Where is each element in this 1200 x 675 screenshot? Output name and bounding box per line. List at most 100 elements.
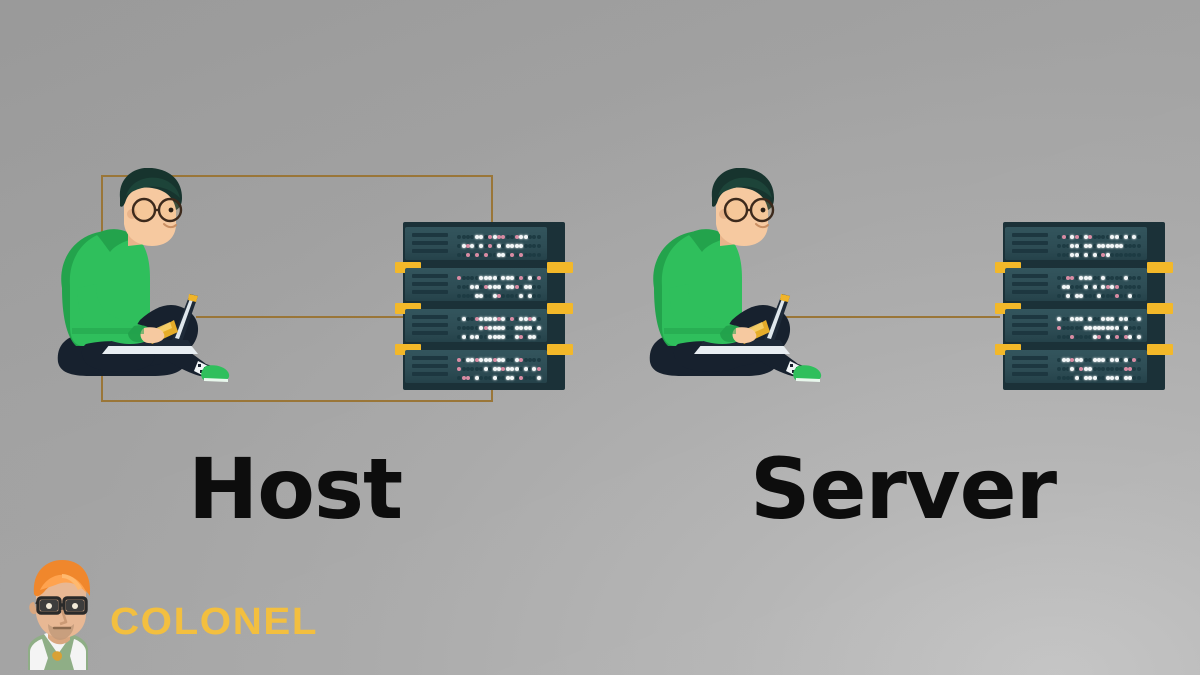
rack-led — [1066, 243, 1071, 248]
rack-led — [492, 275, 497, 280]
rack-led — [1127, 334, 1132, 339]
rack-led — [1092, 243, 1097, 248]
rack-led — [1119, 252, 1124, 257]
rack-led — [474, 252, 479, 257]
colonel-logo[interactable]: COLONEL — [18, 558, 316, 675]
rack-led — [496, 334, 501, 339]
rack-led — [1119, 334, 1124, 339]
rack-led — [519, 366, 524, 371]
server-server-rack — [995, 222, 1173, 390]
rack-led — [1105, 243, 1110, 248]
rack-led — [505, 334, 510, 339]
host-connector-bottom — [101, 400, 493, 402]
rack-led — [1083, 252, 1088, 257]
rack-led — [527, 234, 532, 239]
rack-led — [501, 243, 506, 248]
rack-led — [523, 334, 528, 339]
rack-led — [1101, 325, 1106, 330]
rack-led — [1114, 234, 1119, 239]
rack-led — [1132, 366, 1137, 371]
rack-unit-bars — [412, 315, 448, 339]
rack-led — [1136, 234, 1141, 239]
rack-led — [1092, 252, 1097, 257]
rack-led — [1119, 316, 1124, 321]
rack-led — [1092, 334, 1097, 339]
rack-led — [479, 325, 484, 330]
rack-led — [514, 284, 519, 289]
rack-led — [1088, 243, 1093, 248]
rack-led — [1136, 316, 1141, 321]
rack-led — [1136, 334, 1141, 339]
rack-led — [1101, 357, 1106, 362]
rack-led — [501, 366, 506, 371]
rack-led — [488, 375, 493, 380]
rack-unit-leds — [457, 274, 541, 299]
rack-led — [466, 357, 471, 362]
host-connector-middle — [196, 316, 408, 318]
rack-led — [1057, 252, 1062, 257]
rack-led — [479, 243, 484, 248]
rack-led — [470, 252, 475, 257]
rack-led — [514, 234, 519, 239]
rack-led — [505, 284, 510, 289]
rack-led — [496, 243, 501, 248]
rack-led — [1074, 334, 1079, 339]
rack-led — [532, 252, 537, 257]
rack-led — [505, 252, 510, 257]
rack-led — [1061, 284, 1066, 289]
rack-led — [1079, 334, 1084, 339]
colonel-mascot-icon — [28, 560, 90, 670]
rack-led — [457, 366, 462, 371]
rack-led — [1114, 316, 1119, 321]
rack-led — [1074, 316, 1079, 321]
rack-led — [457, 234, 462, 239]
rack-led — [1088, 375, 1093, 380]
rack-led — [532, 325, 537, 330]
rack-led — [1123, 325, 1128, 330]
rack-led — [1110, 275, 1115, 280]
rack-led — [1101, 252, 1106, 257]
rack-led — [1066, 252, 1071, 257]
rack-led — [536, 275, 541, 280]
rack-led — [1070, 284, 1075, 289]
rack-tab-left — [395, 344, 421, 355]
rack-led — [474, 234, 479, 239]
rack-unit-leds — [457, 233, 541, 258]
rack-led — [1066, 357, 1071, 362]
rack-led — [532, 357, 537, 362]
rack-led — [501, 275, 506, 280]
rack-led — [1092, 375, 1097, 380]
rack-led — [1123, 366, 1128, 371]
rack-led — [1057, 375, 1062, 380]
rack-led — [474, 243, 479, 248]
rack-led — [474, 284, 479, 289]
rack-led — [1127, 252, 1132, 257]
rack-led — [1057, 316, 1062, 321]
rack-led — [505, 357, 510, 362]
rack-led — [1079, 316, 1084, 321]
rack-led — [1101, 293, 1106, 298]
rack-unit-leds — [457, 315, 541, 340]
rack-led — [492, 316, 497, 321]
rack-led — [523, 275, 528, 280]
rack-led — [466, 234, 471, 239]
rack-led — [1083, 334, 1088, 339]
rack-led — [536, 316, 541, 321]
rack-led — [1070, 357, 1075, 362]
rack-led — [488, 325, 493, 330]
host-connector-top — [101, 175, 493, 177]
rack-led — [536, 366, 541, 371]
rack-led — [1123, 243, 1128, 248]
rack-led — [1061, 316, 1066, 321]
rack-led — [1070, 375, 1075, 380]
rack-led — [470, 293, 475, 298]
rack-led — [470, 275, 475, 280]
rack-led — [532, 375, 537, 380]
rack-led — [1114, 325, 1119, 330]
rack-led — [510, 316, 515, 321]
rack-led — [1132, 375, 1137, 380]
rack-led — [1105, 325, 1110, 330]
rack-led — [1123, 293, 1128, 298]
rack-led — [474, 366, 479, 371]
rack-led — [1074, 375, 1079, 380]
